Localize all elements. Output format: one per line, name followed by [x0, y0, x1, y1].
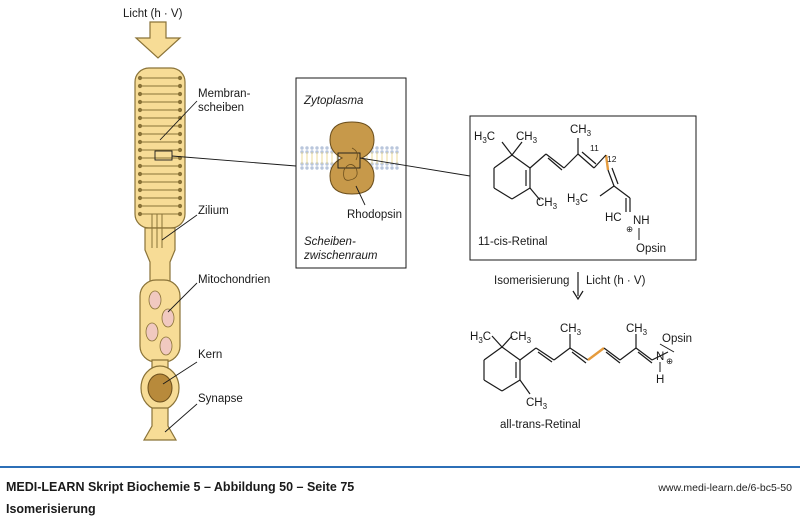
svg-text:CH3: CH3: [526, 397, 548, 411]
mitochondria-label: Mitochondrien: [198, 274, 270, 286]
membrane-discs-label-2: scheiben: [198, 102, 244, 114]
mitochondrion: [161, 308, 175, 328]
membrane-discs-label-1: Membran-: [198, 88, 251, 100]
trans-n-label: N: [656, 351, 664, 363]
membrane-discs: [137, 75, 183, 217]
isomerization-label: Isomerisierung: [494, 275, 569, 287]
trans-opsin-label: Opsin: [662, 333, 692, 345]
rhodopsin-protein: [329, 121, 375, 195]
svg-text:CH3: CH3: [626, 323, 648, 337]
nh-label: NH: [633, 215, 650, 227]
rhodopsin-label: Rhodopsin: [347, 209, 402, 221]
footer-divider: [0, 466, 800, 468]
zoom-marker: [154, 150, 173, 161]
synapse-terminal: [142, 407, 178, 441]
footer-title: MEDI-LEARN Skript Biochemie 5 – Abbildun…: [6, 480, 355, 494]
carbon-12-label: 12: [607, 154, 617, 164]
svg-text:CH3: CH3: [560, 323, 582, 337]
rod-cell: [134, 67, 186, 441]
outer-segment: [134, 67, 186, 229]
membrane-panel: Zytoplasma Rhodopsin Scheiben- zwischenr…: [295, 77, 407, 269]
disc-space-label-2: zwischenraum: [303, 250, 378, 262]
trans-h-label: H: [656, 374, 664, 386]
connecting-cilium: [144, 227, 176, 283]
rod-cell-isomerization-figure: Licht (h · V) Membran- scheiben Zilium: [123, 8, 697, 441]
footer-url-link[interactable]: www.medi-learn.de/6-bc5-50: [658, 482, 792, 494]
svg-text:H3C: H3C: [470, 331, 491, 345]
trans-retinal-structure: H3C CH3 CH3 CH3 CH3 Opsin N ⊕ H all-tran…: [470, 323, 692, 431]
cis-retinal-name: 11-cis-Retinal: [478, 236, 547, 248]
mitochondrion: [159, 336, 173, 356]
svg-text:CH3: CH3: [570, 124, 592, 138]
synapse-label: Synapse: [198, 393, 243, 405]
cis-charge-icon: ⊕: [626, 224, 633, 234]
cytoplasm-label: Zytoplasma: [303, 95, 363, 107]
disc-space-label-1: Scheiben-: [304, 236, 356, 248]
light-label-top: Licht (h · V): [123, 8, 183, 20]
hc-label: HC: [605, 212, 622, 224]
cilium-label: Zilium: [198, 205, 229, 217]
svg-text:CH3: CH3: [536, 197, 558, 211]
nucleus-label: Kern: [198, 349, 222, 361]
mitochondrion: [145, 322, 159, 342]
retinal-zoom-marker: [337, 152, 361, 169]
footer-subtitle: Isomerisierung: [6, 502, 96, 516]
svg-text:CH3: CH3: [510, 331, 532, 345]
svg-text:CH3: CH3: [516, 131, 538, 145]
cis-retinal-structure: [493, 138, 631, 212]
cis-opsin-label: Opsin: [636, 243, 666, 255]
svg-text:H3C: H3C: [474, 131, 495, 145]
svg-text:H3C: H3C: [567, 193, 588, 207]
carbon-11-label: 11: [590, 143, 599, 153]
reaction-light-label: Licht (h · V): [586, 275, 646, 287]
trans-retinal-name: all-trans-Retinal: [500, 419, 581, 431]
nucleus: [147, 373, 173, 403]
mitochondrion: [148, 290, 162, 310]
reaction-arrow-head-icon: [572, 290, 584, 301]
trans-charge-icon: ⊕: [666, 356, 673, 366]
light-arrow-icon: [134, 21, 182, 59]
cis-retinal-panel: H3C CH3 CH3 CH3 11 12 H3C HC NH ⊕ Opsin …: [469, 115, 697, 261]
